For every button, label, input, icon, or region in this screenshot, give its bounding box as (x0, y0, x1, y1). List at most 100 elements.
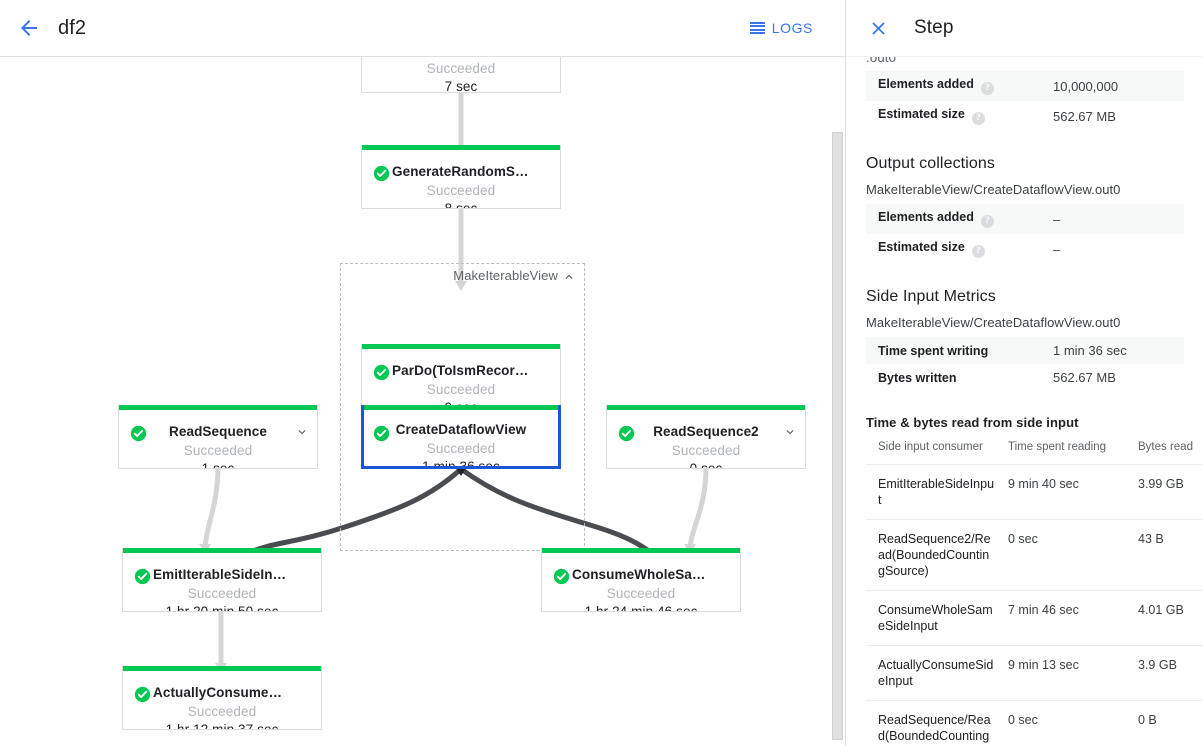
table-row: Bytes written 562.67 MB (866, 364, 1184, 391)
graph-node-actually-consume-side-input[interactable]: ActuallyConsumeSideI… Succeeded 1 hr 12 … (122, 666, 322, 730)
node-status-bar (123, 548, 321, 553)
table-row: ConsumeWholeSameSideInput 7 min 46 sec 4… (866, 590, 1203, 646)
side-input-metrics-heading: Side Input Metrics (866, 288, 996, 305)
graph-node-generate-random-si-data[interactable]: GenerateRandomSIData Succeeded 8 sec (361, 145, 561, 209)
cell-consumer: ReadSequence/Read(BoundedCountingSource) (866, 700, 1000, 746)
graph-node-read-sequence[interactable]: ReadSequence Succeeded 1 sec (118, 405, 318, 469)
metric-value: 10,000,000 (1053, 78, 1119, 94)
node-duration: 7 sec (444, 79, 478, 94)
help-icon[interactable]: ? (980, 82, 994, 95)
node-status: Succeeded (187, 586, 257, 601)
cell-bytes: 3.9 GB (1130, 645, 1203, 701)
node-name: EmitIterableSideInput (153, 567, 294, 582)
node-status: Succeeded (183, 443, 253, 458)
table-row: Time spent writing 1 min 36 sec (866, 337, 1184, 364)
node-name: ReadSequence (169, 424, 267, 439)
graph-node-emit-iterable-side-input[interactable]: EmitIterableSideInput Succeeded 1 hr 20 … (122, 548, 322, 612)
node-duration: 1 hr 12 min 37 sec (165, 722, 279, 730)
job-graph-canvas[interactable]: Succeeded 7 sec GenerateRandomSIData Suc… (0, 57, 845, 746)
cell-time: 7 min 46 sec (1000, 590, 1130, 646)
column-header-side-input-consumer: Side input consumer (866, 436, 1000, 465)
node-duration: 1 hr 20 min 50 sec (165, 604, 279, 612)
success-check-icon (134, 568, 151, 585)
logs-button[interactable]: LOGS (744, 14, 819, 42)
graph-node-consume-whole-same-side-input[interactable]: ConsumeWholeSameSi… Succeeded 1 hr 24 mi… (541, 548, 741, 612)
node-duration: 1 min 36 sec (422, 459, 500, 469)
success-check-icon (130, 425, 147, 442)
panel-title: Step (914, 17, 954, 38)
metric-value: – (1053, 211, 1061, 227)
metric-label-cell: Elements added? (866, 71, 1053, 101)
metric-label: Estimated size (878, 240, 965, 254)
success-check-icon (373, 165, 390, 182)
table-row: ReadSequence2/Read(BoundedCountingSource… (866, 519, 1203, 591)
node-status: Succeeded (426, 382, 496, 397)
step-details-panel: Step .out0 Elements added? 10,000,000 Es… (845, 0, 1203, 746)
node-status: Succeeded (426, 441, 496, 456)
cell-bytes: 43 B (1130, 519, 1203, 591)
metric-value: 1 min 36 sec (1053, 343, 1127, 358)
side-input-metrics-table: Time spent writing 1 min 36 sec Bytes wr… (866, 337, 1184, 391)
help-icon[interactable]: ? (980, 215, 994, 228)
cell-bytes: 4.01 GB (1130, 590, 1203, 646)
table-row: Estimated size? 562.67 MB (866, 101, 1184, 131)
node-duration: 0 sec (689, 461, 723, 469)
metric-value: – (1053, 241, 1061, 257)
metric-label: Bytes written (878, 370, 957, 385)
chevron-down-icon[interactable] (295, 425, 309, 439)
cell-time: 9 min 40 sec (1000, 464, 1130, 520)
table-row: ReadSequence/Read(BoundedCountingSource)… (866, 700, 1203, 746)
help-icon[interactable]: ? (971, 112, 985, 125)
node-status-bar (607, 405, 805, 410)
node-status: Succeeded (187, 704, 257, 719)
node-status-bar (364, 405, 558, 410)
node-name: ActuallyConsumeSideI… (153, 685, 315, 700)
graph-node-clipped-top[interactable]: Succeeded 7 sec (361, 57, 561, 94)
logs-list-icon (749, 21, 765, 35)
node-name: ParDo(ToIsmRecordFor… (392, 363, 559, 378)
node-status-bar (119, 405, 317, 410)
cell-time: 9 min 13 sec (1000, 645, 1130, 701)
node-status-bar (362, 344, 560, 349)
table-row: Elements added? 10,000,000 (866, 71, 1184, 101)
node-duration: 1 hr 24 min 46 sec (584, 604, 698, 612)
help-icon[interactable]: ? (971, 245, 985, 258)
metric-label: Elements added (878, 77, 974, 91)
cell-time: 0 sec (1000, 519, 1130, 591)
cell-bytes: 0 B (1130, 700, 1203, 746)
panel-body[interactable]: .out0 Elements added? 10,000,000 Estimat… (846, 57, 1203, 746)
node-status-bar (123, 666, 321, 671)
cell-consumer: ReadSequence2/Read(BoundedCountingSource… (866, 519, 1000, 591)
output-collection-name: MakeIterableView/CreateDataflowView.out0 (866, 182, 1121, 197)
success-check-icon (618, 425, 635, 442)
node-status: Succeeded (426, 61, 496, 76)
metric-label: Estimated size (878, 107, 965, 121)
cell-consumer: ActuallyConsumeSideInput (866, 645, 1000, 701)
node-status: Succeeded (426, 183, 496, 198)
success-check-icon (373, 425, 390, 442)
output-collections-heading: Output collections (866, 155, 995, 172)
table-row: Estimated size? – (866, 234, 1184, 264)
composite-group-make-iterable-view[interactable]: MakeIterableView (340, 263, 585, 551)
node-duration: 9 sec (444, 400, 478, 408)
node-duration: 1 sec (201, 461, 235, 469)
chevron-down-icon[interactable] (783, 425, 797, 439)
node-status: Succeeded (671, 443, 741, 458)
cell-consumer: EmitIterableSideInput (866, 464, 1000, 520)
graph-node-pardo-to-ism-record-for[interactable]: ParDo(ToIsmRecordFor… Succeeded 9 sec (361, 344, 561, 408)
cell-time: 0 sec (1000, 700, 1130, 746)
graph-node-read-sequence2[interactable]: ReadSequence2 Succeeded 0 sec (606, 405, 806, 469)
node-name: GenerateRandomSIData (392, 164, 549, 179)
back-arrow-icon[interactable] (8, 7, 50, 49)
side-input-read-table: Side input consumer Time spent reading B… (866, 436, 1203, 746)
graph-node-create-dataflow-view[interactable]: CreateDataflowView Succeeded 1 min 36 se… (361, 405, 561, 469)
side-input-read-heading: Time & bytes read from side input (866, 415, 1079, 430)
close-icon[interactable] (858, 8, 898, 48)
success-check-icon (373, 364, 390, 381)
metric-value: 562.67 MB (1053, 108, 1116, 124)
cell-consumer: ConsumeWholeSameSideInput (866, 590, 1000, 646)
success-check-icon (553, 568, 570, 585)
node-name: ReadSequence2 (653, 424, 759, 439)
chevron-up-icon[interactable] (562, 270, 576, 289)
canvas-vertical-scrollbar[interactable] (832, 132, 843, 740)
